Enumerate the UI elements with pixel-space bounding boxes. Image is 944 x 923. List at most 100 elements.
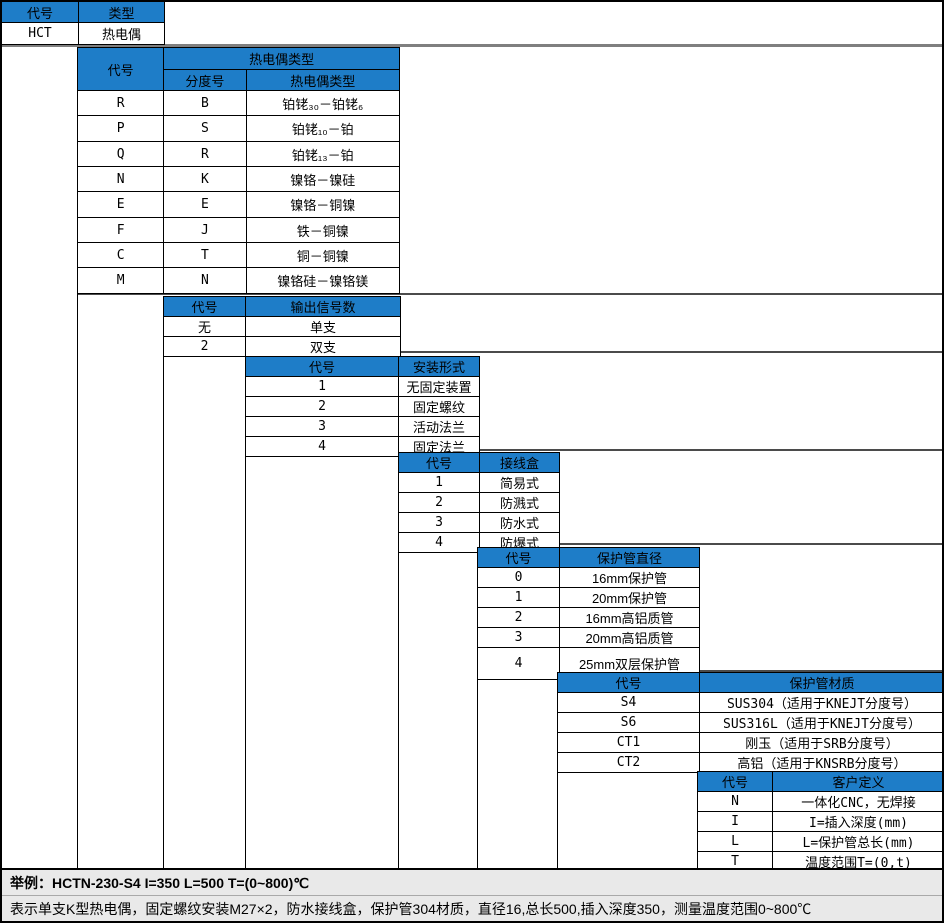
code-cell: 3 xyxy=(398,512,480,533)
code-cell: N xyxy=(76,166,165,192)
type-cell: 铂铑₃₀－铂铑₆ xyxy=(245,90,400,116)
graduation-cell: N xyxy=(163,267,247,294)
separator-line xyxy=(477,670,942,672)
code-cell: 1 xyxy=(477,587,560,608)
label-cell: 防溅式 xyxy=(479,492,560,513)
example-title: 举例：HCTN-230-S4 I=350 L=500 T=(0~800)℃ xyxy=(2,870,942,896)
label-cell: 简易式 xyxy=(479,472,560,493)
label-cell: 20mm保护管 xyxy=(559,587,700,608)
code-cell: Q xyxy=(76,141,165,167)
type-cell: 铂铑₁₃－铂 xyxy=(245,141,400,167)
type-cell: 铂铑₁₀－铂 xyxy=(245,115,400,142)
separator-line xyxy=(245,449,942,451)
separator-line xyxy=(398,543,942,545)
graduation-cell: B xyxy=(163,90,247,116)
header-row: 代号 热电偶类型 xyxy=(76,47,400,91)
table-title: 接线盒 xyxy=(479,452,560,473)
code-cell: 0 xyxy=(477,567,560,588)
code-cell: CT1 xyxy=(557,732,700,753)
column-header-code: 代号 xyxy=(2,2,79,23)
type-cell: 镍铬－铜镍 xyxy=(245,191,400,218)
product-type-cell: 热电偶 xyxy=(78,22,165,45)
header-row: 代号 保护管直径 xyxy=(477,547,700,568)
code-cell: 2 xyxy=(477,607,560,628)
label-cell: 活动法兰 xyxy=(398,416,480,437)
header-row: 代号 客户定义 xyxy=(697,771,942,792)
label-cell: 双支 xyxy=(245,336,401,357)
label-cell: 16mm高铝质管 xyxy=(559,607,700,628)
code-cell: C xyxy=(76,242,165,268)
code-cell: 4 xyxy=(477,647,560,680)
header-row: 代号 接线盒 xyxy=(398,452,560,473)
column-header-code: 代号 xyxy=(477,547,560,568)
label-cell: 单支 xyxy=(245,316,401,337)
column-header-code: 代号 xyxy=(697,771,773,792)
label-cell: 20mm高铝质管 xyxy=(559,627,700,648)
label-cell: 温度范围T=(0,t) xyxy=(772,851,942,872)
label-cell: 固定螺纹 xyxy=(398,396,480,417)
column-header-type: 热电偶类型 xyxy=(245,69,400,91)
type-cell: 镍铬硅－镍铬镁 xyxy=(245,267,400,294)
column-header-code: 代号 xyxy=(398,452,480,473)
code-cell: 2 xyxy=(398,492,480,513)
label-cell: SUS316L（适用于KNEJT分度号） xyxy=(699,712,942,733)
type-cell: 铁－铜镍 xyxy=(245,217,400,243)
column-header-code: 代号 xyxy=(163,296,246,317)
grid-line xyxy=(163,351,164,868)
column-header-type: 类型 xyxy=(78,2,165,23)
label-cell: 固定法兰 xyxy=(398,436,480,457)
table-title: 保护管材质 xyxy=(699,672,942,693)
column-header-graduation: 分度号 xyxy=(163,69,247,91)
code-cell: E xyxy=(76,191,165,218)
label-cell: SUS304（适用于KNEJT分度号） xyxy=(699,692,942,713)
table-title: 保护管直径 xyxy=(559,547,700,568)
type-cell: 镍铬－镍硅 xyxy=(245,166,400,192)
label-cell: I=插入深度(mm) xyxy=(772,811,942,832)
table-row: HCT 热电偶 xyxy=(2,22,165,45)
code-cell: R xyxy=(76,90,165,116)
top-code-table: 代号 类型 HCT 热电偶 xyxy=(2,2,165,45)
label-cell: 高铝（适用于KNSRB分度号） xyxy=(699,752,942,773)
code-cell: S4 xyxy=(557,692,700,713)
column-header-code: 代号 xyxy=(76,47,165,91)
table-title: 客户定义 xyxy=(772,771,942,792)
header-row: 代号 输出信号数 xyxy=(163,296,401,317)
header-row: 代号 保护管材质 xyxy=(557,672,942,693)
graduation-cell: S xyxy=(163,115,247,142)
grid-line xyxy=(77,293,78,868)
code-cell: 1 xyxy=(398,472,480,493)
label-cell: L=保护管总长(mm) xyxy=(772,831,942,852)
example-description: 表示单支K型热电偶，固定螺纹安装M27×2，防水接线盒，保护管304材质，直径1… xyxy=(10,901,812,917)
table-title: 热电偶类型 xyxy=(163,47,400,70)
separator-line xyxy=(77,293,942,295)
separator-line xyxy=(2,44,942,47)
column-header-code: 代号 xyxy=(245,356,399,377)
code-cell: M xyxy=(76,267,165,294)
label-cell: 防水式 xyxy=(479,512,560,533)
code-cell: I xyxy=(697,811,773,832)
code-cell: 无 xyxy=(163,316,246,337)
code-cell: 4 xyxy=(245,436,399,457)
